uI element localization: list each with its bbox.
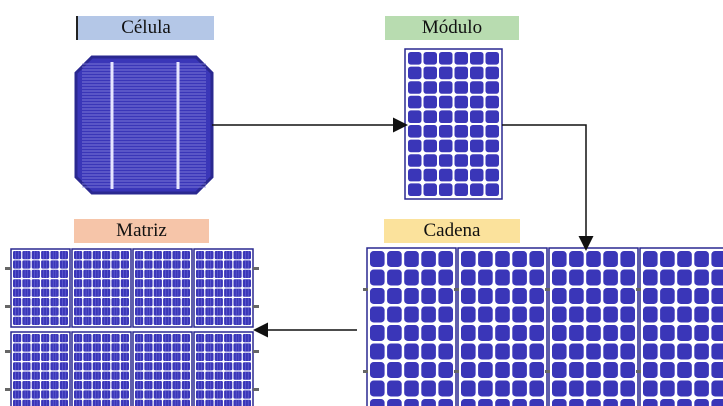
solar-array-icon bbox=[5, 248, 259, 406]
cell-label: Célula bbox=[76, 16, 214, 40]
module-label: Módulo bbox=[385, 16, 519, 40]
string-label: Cadena bbox=[384, 219, 520, 243]
solar-string-icon bbox=[363, 247, 723, 406]
solar-cell-icon bbox=[74, 55, 214, 195]
solar-module-icon bbox=[404, 48, 503, 200]
array-label: Matriz bbox=[74, 219, 209, 243]
arrow-module-to-string bbox=[502, 124, 594, 251]
